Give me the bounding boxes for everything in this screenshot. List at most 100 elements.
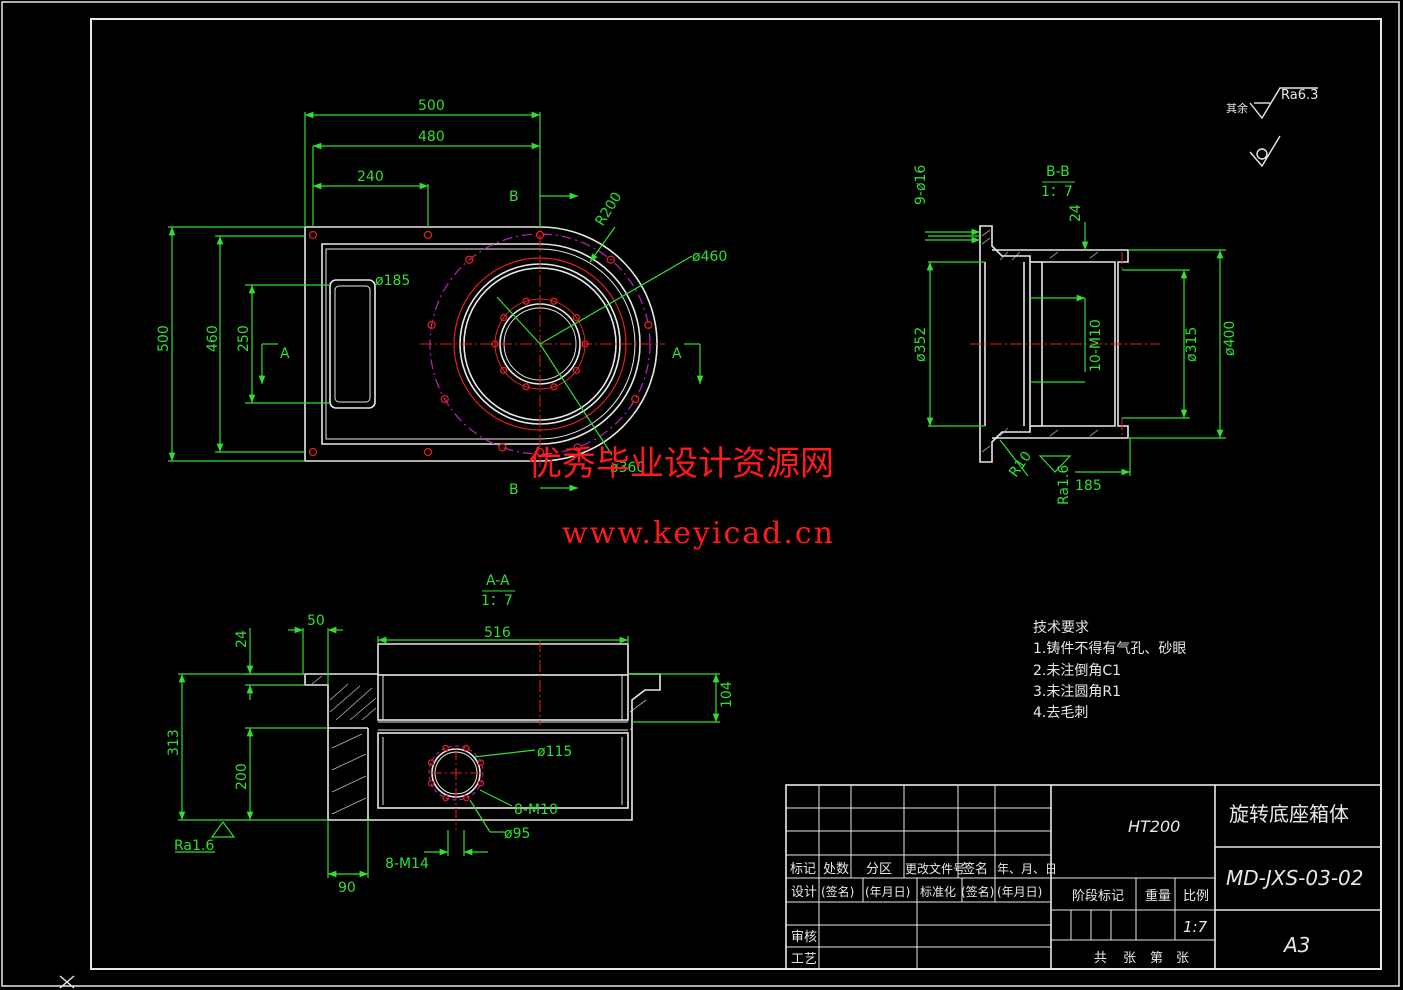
aa-dim-ra: Ra1.6 — [174, 838, 214, 854]
tb-label-total: 共 — [1094, 951, 1107, 966]
threaded-hole — [522, 383, 530, 391]
bb-dim-d400: ø400 — [1222, 321, 1238, 356]
section-aa-title: A-A — [486, 573, 510, 589]
tb-label-weight: 重量 — [1145, 888, 1171, 904]
watermark-url: www.keyicad.cn — [562, 516, 835, 551]
bolt-hole — [440, 394, 449, 404]
bb-dim-ra: Ra1.6 — [1056, 465, 1072, 505]
flange-hole — [535, 447, 545, 457]
part-name: 旋转底座箱体 — [1229, 802, 1349, 826]
port-bolt-hole — [442, 794, 449, 802]
aa-dim-313: 313 — [166, 729, 182, 756]
tb-label-sign2: (签名) — [961, 884, 994, 899]
bb-inner-wall — [1041, 261, 1116, 427]
tb-label-change-doc: 更改文件号 — [905, 861, 965, 876]
aa-hatching — [311, 675, 647, 815]
aa-dim-t24: 24 — [234, 630, 250, 648]
scale-value: 1:7 — [1183, 918, 1208, 936]
top-view: 500 480 240 R200 ø460 ø185 ø360 500 460 … — [156, 98, 727, 498]
tb-label-date2: (年月日) — [997, 885, 1042, 899]
dim-d460: ø460 — [692, 249, 727, 265]
bolt-hole — [465, 255, 474, 264]
tb-label-date1: (年月日) — [865, 885, 910, 899]
bolt-hole — [498, 443, 507, 452]
tb-label-signature: 签名 — [962, 861, 988, 877]
threaded-hole — [572, 313, 581, 322]
section-mark-a-right: A — [672, 346, 682, 362]
tech-note-item: 2.未注倒角C1 — [1033, 663, 1121, 679]
drawing-frame — [90, 18, 1382, 970]
section-mark-a-left: A — [280, 346, 290, 362]
bb-dim-m10: 10-M10 — [1088, 319, 1104, 372]
tb-label-ratio: 比例 — [1183, 889, 1209, 904]
aa-dim-d115: ø115 — [537, 744, 572, 760]
top-view-pocket — [329, 279, 376, 409]
tech-note-item: 3.未注圆角R1 — [1033, 684, 1121, 700]
bolt-hole — [644, 320, 653, 330]
port-bolt-hole — [463, 794, 470, 802]
bolt-hole — [427, 320, 436, 330]
threaded-hole — [491, 340, 499, 348]
surface-finish-symbol: 其余 Ra6.3 — [1226, 87, 1318, 168]
dim-d185: ø185 — [375, 273, 410, 289]
bb-left-flange — [979, 225, 1031, 463]
dim-460-vertical: 460 — [205, 325, 221, 352]
port-bolt-hole — [463, 744, 470, 752]
threaded-hole — [499, 366, 508, 375]
crosshair-cursor-icon — [59, 975, 75, 989]
tb-label-sign1: (签名) — [821, 884, 854, 899]
aa-dim-516: 516 — [484, 625, 511, 641]
top-view-outline — [304, 226, 658, 462]
section-mark-b-bottom: B — [509, 482, 519, 498]
port-bolt-hole — [442, 744, 449, 752]
bb-dim-185: 185 — [1075, 478, 1102, 494]
section-aa-scale: 1：7 — [481, 593, 513, 609]
surface-finish-value: Ra6.3 — [1281, 88, 1318, 103]
aa-upper-cavity — [377, 674, 629, 721]
top-view-radial-leader-1 — [539, 255, 693, 345]
aa-dim-m14: 8-M14 — [385, 856, 429, 872]
tech-note-item: 4.去毛刺 — [1033, 705, 1088, 721]
section-mark-b-top: B — [509, 189, 519, 205]
top-view-pocket-inner — [334, 285, 371, 403]
machining-symbol-icon — [1249, 135, 1281, 168]
flange-hole — [308, 447, 318, 457]
aa-lower-cavity — [377, 732, 629, 809]
aa-dim-m10: 8-M10 — [514, 802, 558, 818]
tech-notes: 技术要求 1.铸件不得有气孔、砂眼 2.未注倒角C1 3.未注圆角R1 4.去毛… — [1033, 620, 1186, 721]
flange-hole — [423, 230, 433, 240]
aa-outline — [304, 643, 661, 821]
title-block: HT200 旋转底座箱体 MD-JXS-03-02 A3 1:7 标记 处数 分… — [785, 784, 1382, 970]
tech-note-item: 1.铸件不得有气孔、砂眼 — [1033, 640, 1186, 657]
tb-label-mark: 标记 — [790, 862, 816, 877]
threaded-hole — [550, 297, 558, 305]
threaded-hole — [522, 297, 530, 305]
dim-240: 240 — [357, 169, 384, 185]
dim-480: 480 — [418, 129, 445, 145]
material-label: HT200 — [1128, 817, 1180, 836]
top-view-inner-wall-2 — [325, 248, 636, 440]
dim-250-vertical: 250 — [236, 325, 252, 352]
threaded-hole — [499, 313, 508, 322]
section-bb-scale: 1：7 — [1041, 184, 1073, 200]
bolt-hole — [606, 255, 615, 264]
aa-dim-200: 200 — [234, 763, 250, 790]
top-view-radial-leader-3 — [496, 296, 541, 345]
tb-label-review: 审核 — [791, 930, 817, 945]
top-view-radial-leader-2 — [539, 343, 613, 456]
tb-label-design: 设计 — [791, 885, 817, 900]
tb-label-standard: 标准化 — [920, 885, 956, 899]
watermark-title: 优秀毕业设计资源网 — [528, 444, 834, 484]
tb-label-date: 年、月、日 — [997, 862, 1057, 876]
tb-label-process: 工艺 — [791, 952, 817, 967]
bb-dim-holes: 9-ø16 — [913, 165, 929, 205]
top-view-holes — [308, 230, 653, 457]
port-bolt-hole — [427, 759, 435, 766]
sheet-size: A3 — [1282, 933, 1310, 957]
threaded-hole — [550, 383, 558, 391]
dim-r200: R200 — [592, 189, 625, 228]
bb-dim-t24: 24 — [1068, 204, 1084, 222]
section-aa-view: A-A 1：7 — [166, 573, 735, 896]
